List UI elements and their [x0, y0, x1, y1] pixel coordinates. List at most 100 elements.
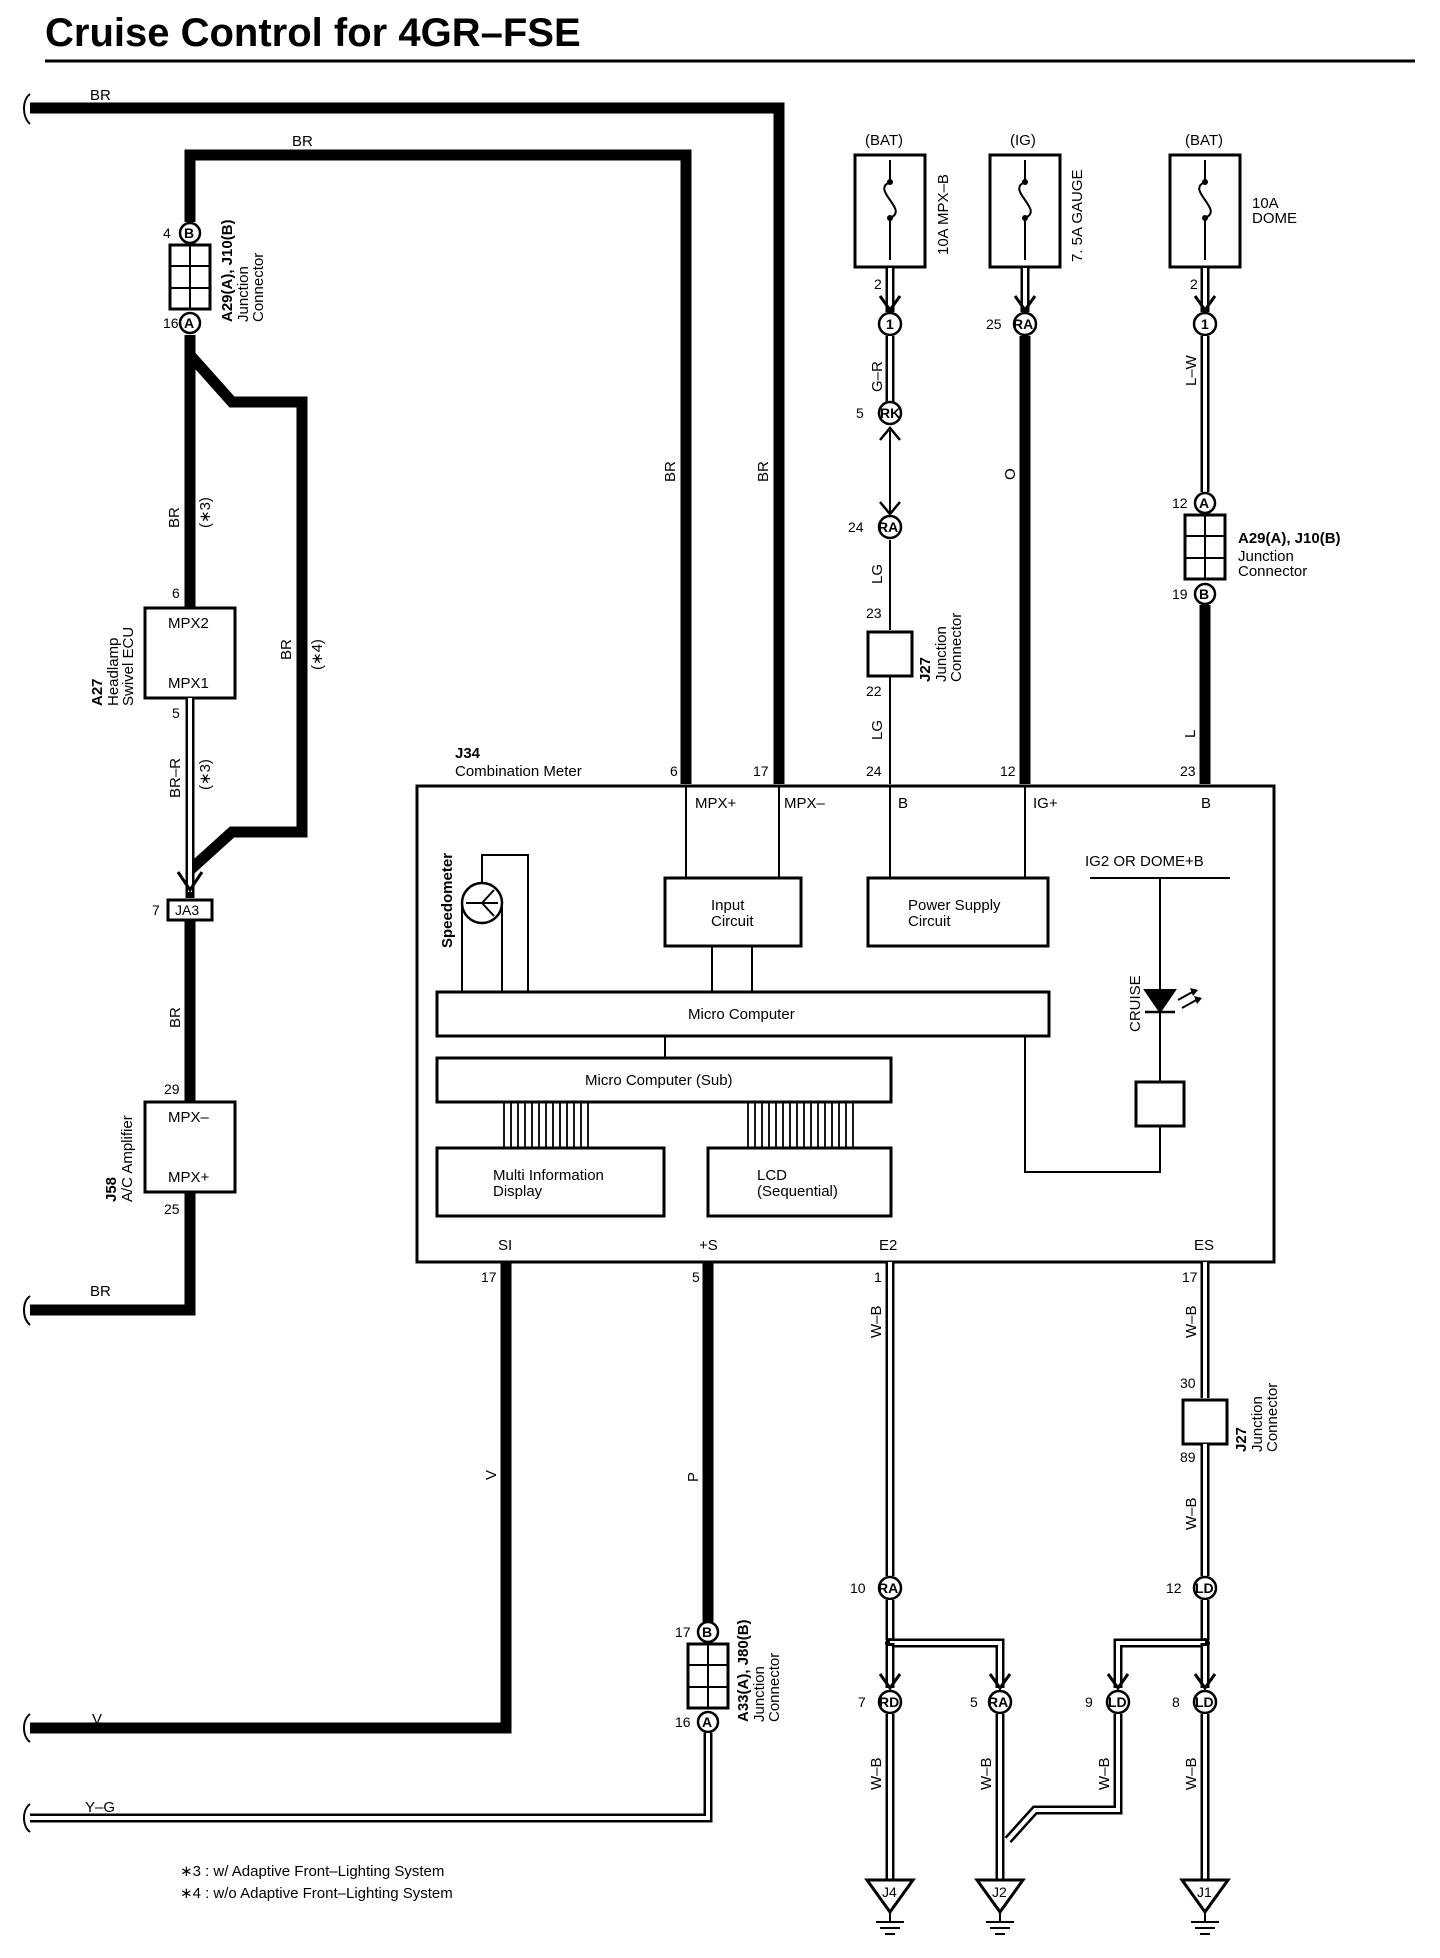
- svg-text:MPX–: MPX–: [784, 795, 826, 812]
- svg-text:LD: LD: [1195, 1694, 1214, 1710]
- svg-text:A29(A), J10(B): A29(A), J10(B): [219, 219, 236, 322]
- svg-text:IG+: IG+: [1033, 795, 1058, 812]
- svg-text:(∗4): (∗4): [309, 639, 326, 670]
- svg-text:V: V: [483, 1470, 500, 1480]
- svg-text:B: B: [1199, 586, 1209, 602]
- svg-text:30: 30: [1180, 1375, 1196, 1391]
- svg-text:JunctionConnector: JunctionConnector: [933, 613, 965, 682]
- svg-text:2: 2: [874, 276, 882, 292]
- svg-text:7: 7: [858, 1694, 866, 1710]
- svg-text:L: L: [1182, 730, 1199, 738]
- svg-text:17: 17: [753, 763, 769, 779]
- svg-text:Y–G: Y–G: [85, 1799, 115, 1816]
- svg-text:O: O: [1002, 468, 1019, 480]
- svg-text:RD: RD: [879, 1694, 899, 1710]
- svg-text:6: 6: [670, 763, 678, 779]
- svg-text:B: B: [1201, 795, 1211, 812]
- svg-text:19: 19: [1172, 586, 1188, 602]
- j27-connector-top: [866, 630, 914, 678]
- svg-text:SI: SI: [498, 1237, 512, 1254]
- svg-text:BR: BR: [292, 133, 313, 150]
- svg-text:W–B: W–B: [978, 1757, 995, 1790]
- svg-text:24: 24: [866, 763, 882, 779]
- svg-text:5: 5: [970, 1694, 978, 1710]
- svg-text:ES: ES: [1194, 1237, 1214, 1254]
- svg-text:J1: J1: [1197, 1884, 1212, 1900]
- svg-text:RA: RA: [988, 1694, 1008, 1710]
- svg-text:Display: Display: [493, 1183, 543, 1200]
- svg-text:LCD: LCD: [757, 1167, 787, 1184]
- svg-text:JunctionConnector: JunctionConnector: [1249, 1383, 1281, 1452]
- svg-text:5: 5: [172, 705, 180, 721]
- wire-br-second: [184, 149, 692, 784]
- svg-text:J34: J34: [455, 745, 481, 762]
- svg-text:J27: J27: [1233, 1427, 1250, 1452]
- svg-text:BR–R: BR–R: [167, 758, 184, 798]
- svg-text:23: 23: [866, 605, 882, 621]
- svg-text:A29(A), J10(B): A29(A), J10(B): [1238, 530, 1341, 547]
- svg-text:RA: RA: [878, 519, 898, 535]
- svg-text:A27: A27: [89, 678, 106, 706]
- svg-text:7: 7: [152, 902, 160, 918]
- svg-text:(∗3): (∗3): [197, 759, 214, 790]
- note-2: ∗4 : w/o Adaptive Front–Lighting System: [180, 1885, 453, 1902]
- svg-text:B: B: [184, 225, 194, 241]
- svg-text:25: 25: [164, 1201, 180, 1217]
- svg-text:G–R: G–R: [869, 361, 886, 392]
- svg-text:(IG): (IG): [1010, 132, 1036, 149]
- junction-connector-a33: B 17 A 16 A33(A), J80(B) JunctionConnect…: [675, 1619, 783, 1734]
- svg-text:29: 29: [164, 1081, 180, 1097]
- svg-text:8: 8: [1172, 1694, 1180, 1710]
- svg-text:Circuit: Circuit: [908, 913, 951, 930]
- svg-text:MPX+: MPX+: [168, 1169, 210, 1186]
- note-1: ∗3 : w/ Adaptive Front–Lighting System: [180, 1863, 444, 1880]
- input-circuit-l1: Input: [711, 897, 745, 914]
- svg-text:12: 12: [1172, 495, 1188, 511]
- svg-text:Speedometer: Speedometer: [439, 853, 456, 948]
- svg-text:25: 25: [986, 316, 1002, 332]
- svg-text:1: 1: [1201, 316, 1209, 332]
- svg-text:W–B: W–B: [1183, 1497, 1200, 1530]
- svg-text:BR: BR: [90, 1283, 111, 1300]
- svg-text:BR: BR: [755, 461, 772, 482]
- svg-text:LG: LG: [869, 720, 886, 740]
- svg-text:12: 12: [1166, 1580, 1182, 1596]
- wire-v: [30, 1262, 512, 1734]
- svg-text:(∗3): (∗3): [197, 497, 214, 528]
- svg-text:A33(A), J80(B): A33(A), J80(B): [735, 1619, 752, 1722]
- svg-text:17: 17: [1182, 1269, 1198, 1285]
- svg-text:MPX+: MPX+: [695, 795, 737, 812]
- svg-text:BR: BR: [662, 461, 679, 482]
- svg-text:JunctionConnector: JunctionConnector: [751, 1653, 783, 1722]
- fuse-mpx-b: (BAT) 10A MPX–B: [853, 132, 952, 269]
- svg-text:W–B: W–B: [1183, 1757, 1200, 1790]
- svg-text:RK: RK: [880, 405, 900, 421]
- svg-text:16: 16: [163, 315, 179, 331]
- ground-j4: J4: [864, 1878, 916, 1935]
- svg-text:LG: LG: [869, 564, 886, 584]
- svg-text:6: 6: [172, 585, 180, 601]
- svg-text:5: 5: [856, 405, 864, 421]
- svg-text:12: 12: [1000, 763, 1016, 779]
- svg-text:MPX1: MPX1: [168, 675, 209, 692]
- svg-text:V: V: [92, 1711, 102, 1728]
- svg-text:Micro Computer: Micro Computer: [688, 1006, 795, 1023]
- svg-text:Multi Information: Multi Information: [493, 1167, 604, 1184]
- wire-br-bypass: [185, 351, 308, 875]
- svg-text:LD: LD: [1195, 1580, 1214, 1596]
- svg-text:A: A: [184, 315, 194, 331]
- ground-j2: J2: [974, 1878, 1026, 1935]
- svg-text:(Sequential): (Sequential): [757, 1183, 838, 1200]
- svg-text:E2: E2: [879, 1237, 897, 1254]
- svg-text:10A MPX–B: 10A MPX–B: [935, 174, 952, 255]
- svg-text:BR: BR: [166, 507, 183, 528]
- svg-text:J4: J4: [882, 1884, 897, 1900]
- svg-text:24: 24: [848, 519, 864, 535]
- wire-color-br: BR: [90, 87, 111, 104]
- svg-text:HeadlampSwivel ECU: HeadlampSwivel ECU: [105, 627, 137, 706]
- svg-text:CRUISE: CRUISE: [1127, 975, 1144, 1032]
- svg-text:P: P: [685, 1472, 702, 1482]
- wire-br-top: [30, 102, 785, 784]
